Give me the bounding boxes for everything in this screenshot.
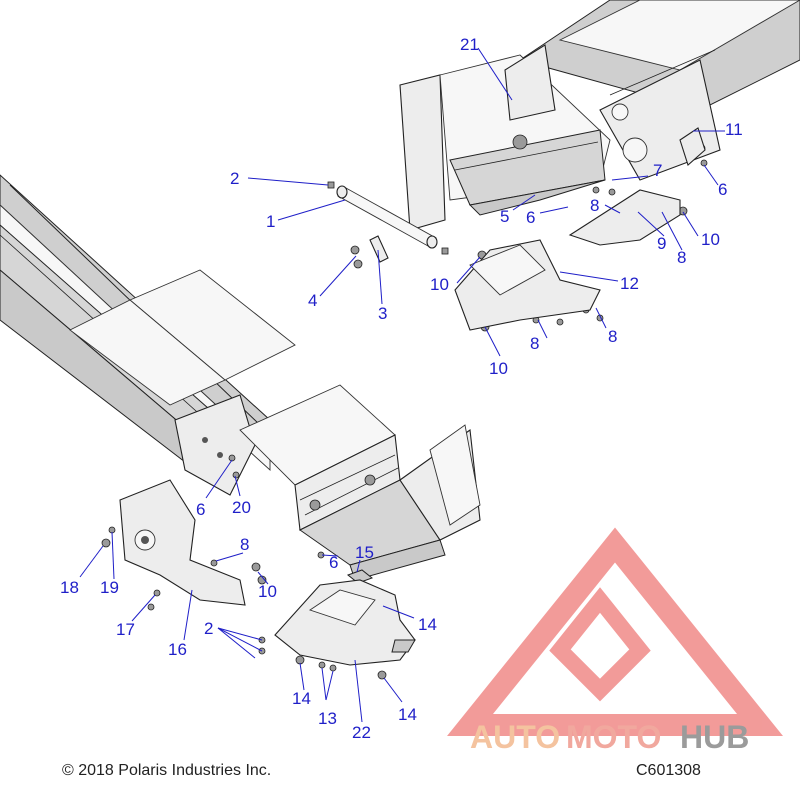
bulkhead-front [239,384,481,581]
callout-labels: 21 2 1 4 3 5 6 7 8 11 6 10 9 8 10 12 8 8… [60,35,743,742]
callout-2: 2 [230,169,239,188]
callout-8: 8 [530,334,539,353]
callout-5: 5 [500,207,509,226]
watermark-moto: MOTO [566,719,661,755]
callout-14: 14 [292,689,311,708]
callout-2: 2 [204,619,213,638]
callout-1: 1 [266,212,275,231]
watermark-hub: HUB [680,719,749,755]
bracket-part-14 [274,579,416,666]
bulkhead-rear [399,44,611,231]
callout-10: 10 [489,359,508,378]
callout-14: 14 [398,705,417,724]
callout-7: 7 [653,161,662,180]
callout-6: 6 [329,553,338,572]
callout-8: 8 [608,327,617,346]
callout-16: 16 [168,640,187,659]
bracket-part-16 [119,479,246,606]
callout-10: 10 [258,582,277,601]
callout-13: 13 [318,709,337,728]
callout-6: 6 [718,180,727,199]
callout-3: 3 [378,304,387,323]
bracket-part-12 [454,239,601,331]
callout-18: 18 [60,578,79,597]
callout-17: 17 [116,620,135,639]
callout-11: 11 [725,120,743,139]
plate-part-11 [679,127,706,166]
callout-12: 12 [620,274,639,293]
callout-8: 8 [590,196,599,215]
callout-6: 6 [196,500,205,519]
callout-22: 22 [352,723,371,742]
drawing-code: C601308 [636,762,701,779]
callout-9: 9 [657,234,666,253]
callout-8: 8 [240,535,249,554]
leader-lines [79,47,725,723]
callout-21: 21 [460,35,479,54]
callout-14: 14 [418,615,437,634]
callout-6: 6 [526,208,535,227]
watermark-auto: AUTO [470,719,560,755]
cross-tube [336,185,438,249]
tunnel-rail-right [518,0,800,181]
callout-19: 19 [100,578,119,597]
bracket-part-9 [568,189,681,246]
callout-10: 10 [430,275,449,294]
callout-20: 20 [232,498,251,517]
callout-4: 4 [308,291,317,310]
copyright-text: © 2018 Polaris Industries Inc. [62,762,272,779]
watermark-logo: AUTO MOTO HUB [447,527,783,755]
callout-8: 8 [677,248,686,267]
callout-10: 10 [701,230,720,249]
callout-15: 15 [355,543,374,562]
tunnel-rail-left [0,174,296,496]
